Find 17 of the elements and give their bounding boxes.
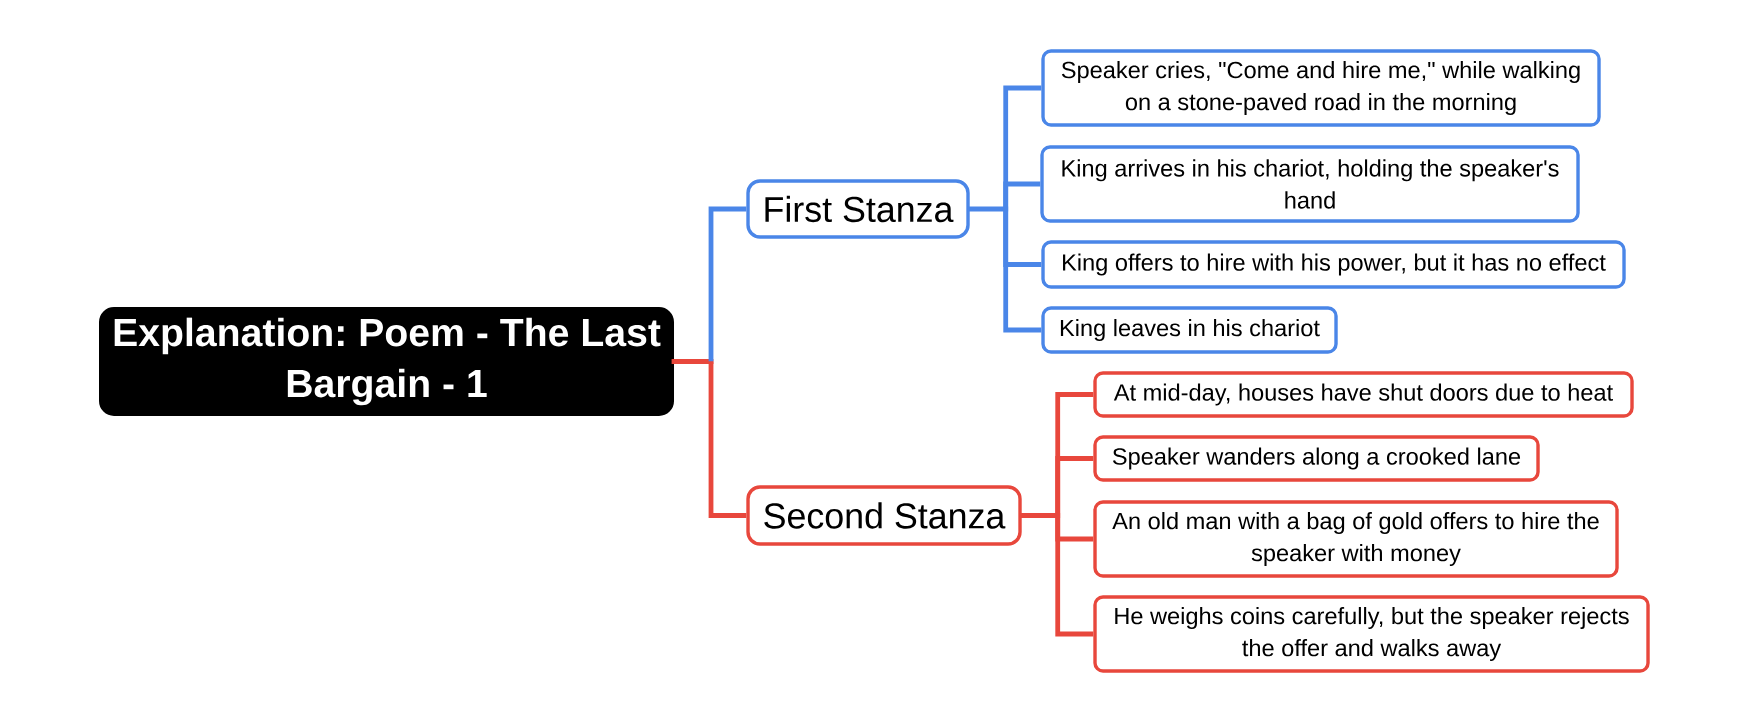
topic-box: He weighs coins carefully, but the speaker rejects the offer and walks away xyxy=(1093,595,1650,673)
topic-box: King offers to hire with his power, but it has no effect xyxy=(1041,240,1626,289)
topic-box: Speaker cries, "Come and hire me," while walking on a stone-paved road in the morning xyxy=(1041,49,1601,127)
topic-box: King arrives in his chariot, holding the speaker's hand xyxy=(1040,145,1580,223)
connector xyxy=(708,206,747,362)
connector xyxy=(708,361,747,518)
branch-box: Second Stanza xyxy=(746,485,1022,546)
topic-box: At mid-day, houses have shut doors due to heat xyxy=(1093,371,1634,418)
topic-box: King leaves in his chariot xyxy=(1041,306,1338,354)
central-topic-box: Explanation: Poem - The Last Bargain - 1 xyxy=(99,307,674,416)
connector xyxy=(1003,209,1042,333)
connector xyxy=(1003,181,1041,209)
topic-box: An old man with a bag of gold offers to hire the speaker with money xyxy=(1093,500,1619,578)
connector xyxy=(1055,456,1094,516)
topic-box: Speaker wanders along a crooked lane xyxy=(1093,435,1540,482)
connector xyxy=(1055,515,1094,637)
branch-box: First Stanza xyxy=(746,179,970,239)
